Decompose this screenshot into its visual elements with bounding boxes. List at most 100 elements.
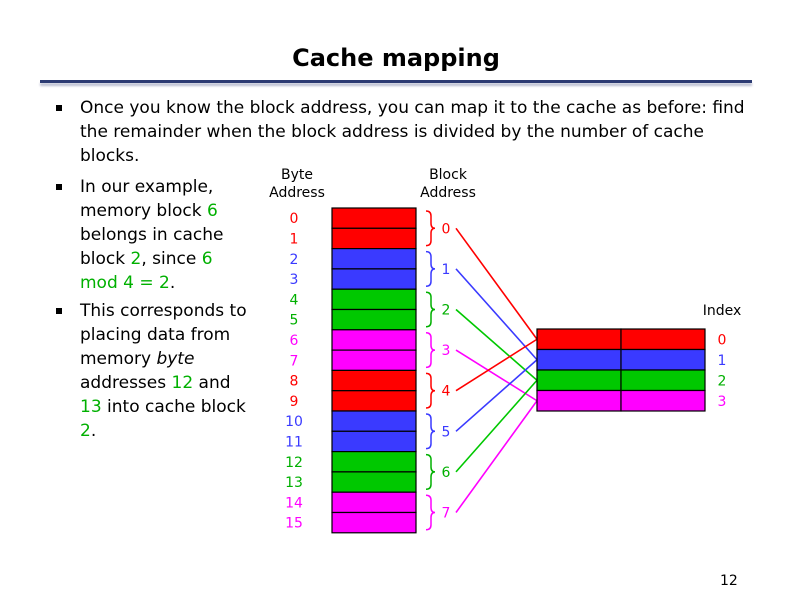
memory-byte-cell xyxy=(331,491,417,514)
cache-cell xyxy=(536,328,622,351)
highlight-address-12: 12 xyxy=(171,373,194,393)
bullet-text: . xyxy=(90,421,97,441)
byte-address-label: 1 xyxy=(290,231,299,247)
mapping-lines xyxy=(455,227,538,513)
cache-cell xyxy=(536,369,622,392)
byte-address-label: 6 xyxy=(290,333,299,349)
block-brace xyxy=(425,413,436,450)
byte-address-label: 8 xyxy=(290,374,299,390)
byte-address-label: 5 xyxy=(290,313,299,329)
block-address-label: 2 xyxy=(442,303,451,319)
mapping-line xyxy=(455,400,538,513)
memory-byte-cell xyxy=(331,227,417,250)
byte-address-label: 4 xyxy=(290,292,299,308)
block-address-label-line1: Block xyxy=(429,167,468,183)
bullet-text: and xyxy=(193,373,231,393)
byte-address-label: 2 xyxy=(290,252,299,268)
block-brace xyxy=(425,494,436,531)
byte-address-label: 0 xyxy=(290,211,299,227)
block-address-label: 1 xyxy=(442,262,451,278)
block-brace xyxy=(425,453,436,490)
memory-byte-cell xyxy=(331,451,417,473)
block-brace xyxy=(425,332,436,369)
byte-address-label: 7 xyxy=(290,353,299,369)
cache-index-label: 3 xyxy=(718,394,727,410)
cache-index-label: 2 xyxy=(718,373,727,389)
byte-address-label-line1: Byte xyxy=(281,167,313,183)
highlight-block-6: 6 xyxy=(206,201,218,221)
byte-address-label: 9 xyxy=(290,394,299,410)
mapping-line xyxy=(455,349,538,402)
memory-byte-cell xyxy=(331,248,417,270)
cache-cell xyxy=(620,389,706,412)
cache-cell xyxy=(620,328,706,351)
bullet-text: Once you know the block address, you can… xyxy=(80,98,745,166)
bullet-text: addresses xyxy=(80,373,172,393)
block-address-label-line2: Address xyxy=(420,185,476,201)
byte-address-label-line2: Address xyxy=(269,185,325,201)
bullet-marker xyxy=(56,105,62,111)
mapping-line xyxy=(455,227,538,340)
page-number: 12 xyxy=(720,573,738,589)
memory-byte-cell xyxy=(331,207,417,229)
cache-cell xyxy=(536,389,622,412)
highlight-address-13: 13 xyxy=(80,397,102,417)
cache-blocks xyxy=(536,328,706,412)
byte-address-label: 14 xyxy=(285,495,303,511)
memory-byte-cell xyxy=(331,390,417,412)
bullet-remainder: Once you know the block address, you can… xyxy=(56,96,760,168)
block-address-label: 3 xyxy=(442,343,451,359)
mapping-line xyxy=(455,338,538,392)
memory-byte-cell xyxy=(331,329,417,351)
block-braces xyxy=(425,210,436,531)
memory-byte-cell xyxy=(331,268,417,290)
bullet-marker xyxy=(56,184,62,190)
byte-address-label: 3 xyxy=(290,272,299,288)
bullet-byte-addresses: This corresponds to placing data from me… xyxy=(56,299,255,443)
bullet-text: In our example, memory block xyxy=(80,177,214,221)
byte-address-label: 15 xyxy=(285,516,303,532)
block-address-label: 5 xyxy=(442,424,451,440)
byte-address-label: 12 xyxy=(285,455,303,471)
bullet-marker xyxy=(56,308,62,314)
bullet-text: . xyxy=(169,273,176,293)
memory-byte-cell xyxy=(331,288,417,311)
block-brace xyxy=(425,210,436,247)
mapping-line xyxy=(455,308,538,381)
highlight-mod-expression: 6 mod 4 = 2 xyxy=(80,249,213,293)
bullet-example: In our example, memory block 6 belongs i… xyxy=(56,175,255,295)
memory-byte-cell xyxy=(331,410,417,432)
block-brace xyxy=(425,372,436,409)
block-address-label: 0 xyxy=(442,221,451,237)
memory-byte-cell xyxy=(331,430,417,453)
block-address-label: 6 xyxy=(442,465,451,481)
cache-cell xyxy=(620,348,706,371)
byte-address-label: 13 xyxy=(285,475,303,491)
memory-byte-cell xyxy=(331,369,417,392)
bullet-text: belongs in cache block xyxy=(80,225,224,269)
memory-byte-cell xyxy=(331,511,417,534)
memory-byte-cell xyxy=(331,349,417,372)
bullet-text: , since xyxy=(141,249,202,269)
bullet-text: This corresponds to placing data from me… xyxy=(80,301,247,369)
highlight-cache-block-2: 2 xyxy=(80,421,91,441)
mapping-line xyxy=(455,359,538,432)
slide-title: Cache mapping xyxy=(292,44,500,72)
highlight-cache-block-2: 2 xyxy=(130,249,142,269)
mapping-line xyxy=(455,268,538,361)
memory-byte-cell xyxy=(331,308,417,331)
mapping-line xyxy=(455,379,538,473)
bullet-text: into cache block xyxy=(101,397,246,417)
byte-address-label: 10 xyxy=(285,414,303,430)
memory-byte-cell xyxy=(331,471,417,493)
cache-cell xyxy=(536,348,622,371)
cache-index-label: 1 xyxy=(718,353,727,369)
index-label: Index xyxy=(703,303,742,319)
memory-cells xyxy=(331,207,417,534)
emphasis-byte: byte xyxy=(156,349,195,369)
title-underline xyxy=(40,80,752,83)
